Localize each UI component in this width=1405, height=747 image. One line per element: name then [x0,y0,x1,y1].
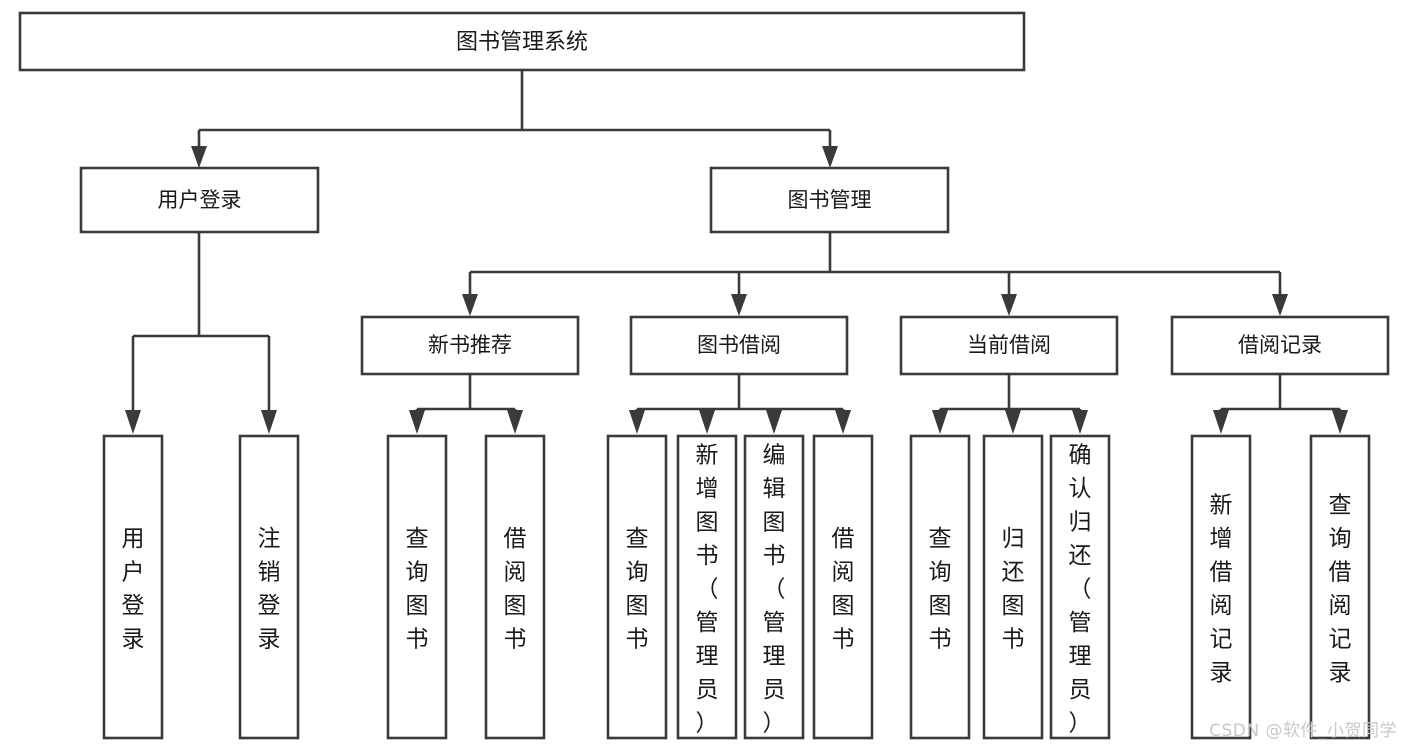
arrow-head-borrow-record [1272,294,1288,316]
node-root[interactable]: 图书管理系统 [18,11,1026,72]
arrow-head-leaf-query-book-1 [409,410,425,434]
node-leaf-query-book-3[interactable]: 查询图书 [909,434,971,740]
arrow-head-leaf-add-book [699,410,715,434]
arrow-head-leaf-borrow-book-1 [507,410,523,434]
node-leaf-query-book-1[interactable]: 查询图书 [386,434,448,740]
node-new-book-recommend[interactable]: 新书推荐 [360,315,580,376]
node-leaf-borrow-book-1-label: 借阅图书 [504,526,527,653]
node-leaf-edit-book-box[interactable] [743,434,805,740]
node-leaf-confirm-return-box[interactable] [1049,434,1111,740]
node-new-book-recommend-label: 新书推荐 [428,333,512,357]
connector-layer [125,70,1348,434]
node-leaf-borrow-book-2-box[interactable] [812,434,874,740]
node-leaf-add-book-box[interactable] [676,434,738,740]
node-book-management-label: 图书管理 [788,188,872,212]
node-leaf-borrow-book-2-label: 借阅图书 [832,526,855,653]
node-leaf-user-logout-box[interactable] [238,434,300,740]
node-book-management-box[interactable] [709,166,950,234]
csdn-watermark: CSDN @软件_小贺同学 [1209,721,1397,741]
node-leaf-confirm-return-label: 确认归还（管理员） [1069,442,1092,736]
node-leaf-borrow-book-1[interactable]: 借阅图书 [484,434,546,740]
node-current-borrow-label: 当前借阅 [967,333,1051,357]
node-leaf-query-book-2-box[interactable] [606,434,668,740]
node-leaf-return-book[interactable]: 归还图书 [982,434,1044,740]
node-leaf-query-book-1-label: 查询图书 [406,526,429,653]
node-leaf-confirm-return[interactable]: 确认归还（管理员） [1049,434,1111,740]
node-leaf-edit-book-label: 编辑图书（管理员） [763,442,786,736]
node-leaf-borrow-book-1-box[interactable] [484,434,546,740]
node-borrow-record-label: 借阅记录 [1238,333,1322,357]
node-book-borrow-box[interactable] [629,315,849,376]
arrow-head-leaf-borrow-book-2 [835,410,851,434]
node-leaf-query-book-3-label: 查询图书 [929,526,952,653]
node-root-box[interactable] [18,11,1026,72]
node-leaf-query-record[interactable]: 查询借阅记录 [1309,434,1371,740]
node-leaf-add-book[interactable]: 新增图书（管理员） [676,434,738,740]
node-current-borrow-box[interactable] [899,315,1119,376]
arrow-head-leaf-add-record [1213,410,1229,434]
node-borrow-record[interactable]: 借阅记录 [1170,315,1390,376]
node-new-book-recommend-box[interactable] [360,315,580,376]
arrow-head-leaf-user-logout [261,410,277,434]
arrow-head-leaf-confirm-return [1072,410,1088,434]
arrow-head-leaf-return-book [1005,410,1021,434]
leaf-layer: 用户登录 注销登录 查询图书 借阅图书 查询图书 新增图书（管理员） 编辑图书（… [102,434,1371,740]
arrow-head-current-borrow [1001,294,1017,316]
node-user-login-label: 用户登录 [158,188,242,212]
arrow-head-leaf-query-book-2 [629,410,645,434]
node-user-login-box[interactable] [79,166,320,234]
arrow-head-leaf-query-book-3 [932,410,948,434]
node-borrow-record-box[interactable] [1170,315,1390,376]
node-leaf-add-record-box[interactable] [1190,434,1252,740]
node-leaf-add-book-label: 新增图书（管理员） [696,442,719,736]
arrow-head-leaf-user-login [125,410,141,434]
arrow-head-book-management [822,146,838,168]
node-book-borrow[interactable]: 图书借阅 [629,315,849,376]
arrow-head-user-login [191,146,207,168]
node-leaf-user-login[interactable]: 用户登录 [102,434,164,740]
node-leaf-add-record[interactable]: 新增借阅记录 [1190,434,1252,740]
node-leaf-query-book-2-label: 查询图书 [626,526,649,653]
node-leaf-borrow-book-2[interactable]: 借阅图书 [812,434,874,740]
node-leaf-query-record-label: 查询借阅记录 [1329,493,1352,687]
node-leaf-query-book-3-box[interactable] [909,434,971,740]
node-leaf-query-record-box[interactable] [1309,434,1371,740]
node-leaf-add-record-label: 新增借阅记录 [1210,493,1233,687]
node-leaf-user-login-box[interactable] [102,434,164,740]
node-leaf-user-logout[interactable]: 注销登录 [238,434,300,740]
node-user-login[interactable]: 用户登录 [79,166,320,234]
arrow-head-leaf-edit-book [766,410,782,434]
node-leaf-return-book-box[interactable] [982,434,1044,740]
node-leaf-query-book-1-box[interactable] [386,434,448,740]
node-leaf-return-book-label: 归还图书 [1002,526,1025,653]
node-root-label: 图书管理系统 [456,30,588,55]
node-book-management[interactable]: 图书管理 [709,166,950,234]
node-leaf-user-login-label: 用户登录 [122,526,145,653]
arrow-head-book-borrow [731,294,747,316]
arrow-head-new-book-recommend [462,294,478,316]
arrow-head-leaf-query-record [1332,410,1348,434]
node-current-borrow[interactable]: 当前借阅 [899,315,1119,376]
node-leaf-query-book-2[interactable]: 查询图书 [606,434,668,740]
node-leaf-user-logout-label: 注销登录 [258,526,281,653]
node-book-borrow-label: 图书借阅 [697,333,781,357]
node-leaf-edit-book[interactable]: 编辑图书（管理员） [743,434,805,740]
